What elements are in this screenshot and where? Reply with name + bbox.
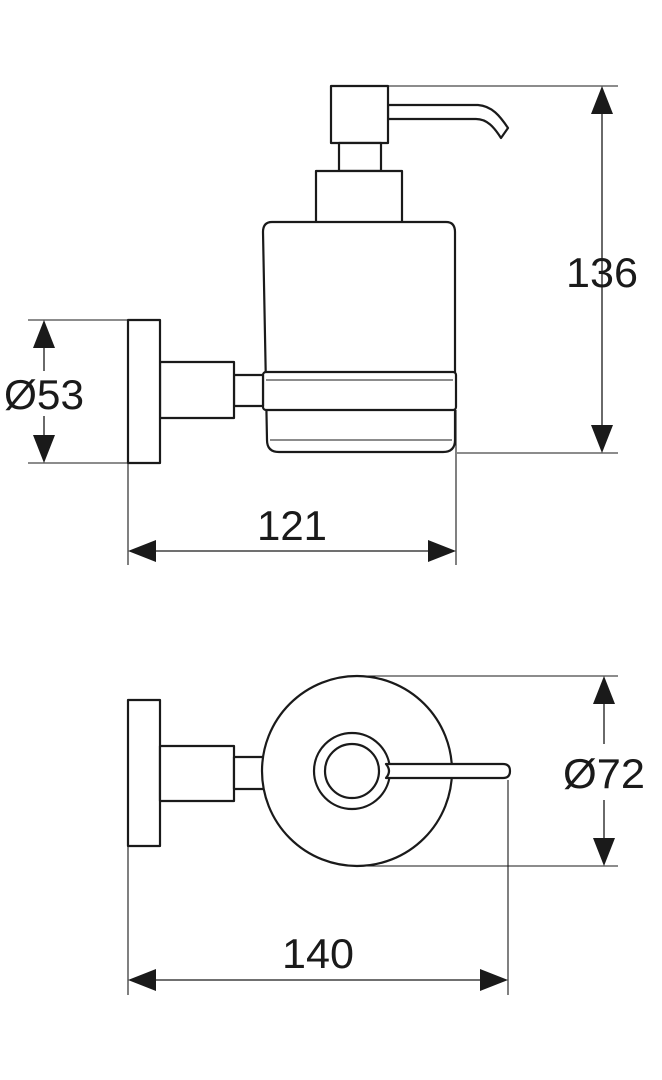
pump-spout-top — [384, 762, 512, 780]
arrow-left — [128, 540, 156, 562]
holder-band — [261, 370, 458, 412]
pump-collar-inner-top — [323, 742, 381, 800]
wall-plate-top — [126, 698, 162, 848]
pump-button — [329, 84, 390, 145]
dimension-side-depth: 121 — [127, 410, 457, 565]
arrow-right — [480, 969, 508, 991]
arrow-down — [593, 838, 615, 866]
wall-plate — [126, 318, 162, 465]
arm-tube — [158, 360, 236, 420]
dimension-label-side-depth: 121 — [257, 502, 327, 549]
pump-stem — [337, 141, 383, 173]
dimension-glass-diameter: Ø72 — [360, 675, 645, 867]
dimension-label-glass-diameter: Ø72 — [563, 750, 645, 797]
wall-mount-top — [126, 698, 266, 848]
dimension-label-height: 136 — [566, 249, 638, 296]
pump-head — [314, 84, 510, 226]
glass-body — [261, 220, 457, 454]
arrow-up — [33, 320, 55, 348]
glass-container — [261, 220, 457, 454]
wall-mount — [126, 318, 265, 465]
arm-tube-top — [158, 744, 236, 803]
top-view: Ø72 140 — [126, 674, 645, 995]
pump-collar — [314, 169, 404, 226]
arrow-left — [128, 969, 156, 991]
dimension-label-wall-plate: Ø53 — [4, 371, 84, 418]
arm-connector-top — [232, 755, 266, 791]
dimension-wall-plate: Ø53 — [4, 319, 128, 464]
dimension-label-top-depth: 140 — [282, 930, 354, 977]
arrow-up — [591, 86, 613, 114]
arm-connector — [232, 373, 265, 408]
arrow-up — [593, 676, 615, 704]
dimension-height: 136 — [389, 85, 638, 454]
arrow-down — [33, 435, 55, 463]
dimension-top-depth: 140 — [127, 780, 509, 995]
arrow-down — [591, 425, 613, 453]
arrow-right — [428, 540, 456, 562]
pump-spout — [386, 103, 510, 140]
side-view: 136 Ø53 121 — [4, 84, 638, 565]
